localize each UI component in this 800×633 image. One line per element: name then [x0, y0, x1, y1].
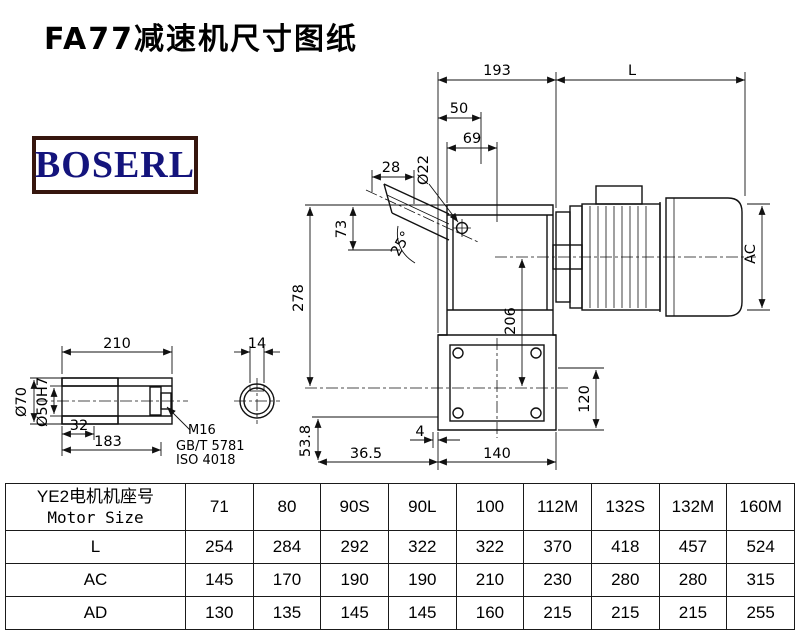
row-label: L	[5, 530, 186, 564]
table-cell: 322	[387, 530, 457, 564]
motor-size-header: YE2电机机座号 Motor Size	[5, 483, 186, 531]
note-m16: M16	[188, 423, 216, 438]
table-cell: 160	[455, 596, 525, 630]
col-header: 80	[252, 483, 322, 531]
table-cell: 215	[658, 596, 728, 630]
col-header: 160M	[726, 483, 795, 531]
technical-drawing: 193 L 50 69 28 Ø22 25° 73 278 206 AC 120…	[14, 63, 770, 470]
dim-206: 206	[503, 307, 519, 335]
table-cell: 190	[320, 563, 389, 597]
col-header: 100	[455, 483, 525, 531]
col-header: 71	[185, 483, 254, 531]
table-cell: 190	[387, 563, 457, 597]
table-cell: 280	[658, 563, 728, 597]
m16-leader	[166, 406, 191, 431]
page-title: FA77减速机尺寸图纸	[44, 22, 359, 57]
table-cell: 280	[590, 563, 660, 597]
dim-4: 4	[415, 424, 424, 440]
table-cell: 418	[590, 530, 660, 564]
motor-size-header-en: Motor Size	[47, 508, 144, 527]
dim-36-5: 36.5	[350, 446, 382, 462]
logo-text: BOSERL	[34, 144, 196, 186]
table-cell: 255	[726, 596, 795, 630]
dim-210: 210	[103, 336, 131, 352]
dim-50: 50	[450, 101, 468, 117]
dim-140: 140	[483, 446, 511, 462]
fan-cover	[665, 197, 743, 317]
table-cell: 254	[185, 530, 254, 564]
table-cell: 284	[252, 530, 322, 564]
col-header: 90S	[320, 483, 389, 531]
table-cell: 457	[658, 530, 728, 564]
gearbox-main-view	[383, 183, 743, 431]
dim-183: 183	[94, 434, 122, 450]
table-row-AC: AC 145 170 190 190 210 230 280 280 315	[5, 563, 795, 597]
table-cell: 215	[523, 596, 592, 630]
terminal-box	[595, 185, 643, 205]
dim-53-8: 53.8	[298, 425, 314, 457]
dim-69: 69	[463, 131, 481, 147]
table-cell: 315	[726, 563, 795, 597]
motor-size-header-cn: YE2电机机座号	[36, 487, 155, 506]
dim-L: L	[628, 63, 636, 79]
table-cell: 170	[252, 563, 322, 597]
dim-25deg: 25°	[388, 229, 415, 259]
dim-120: 120	[577, 385, 593, 413]
dim-dia22: Ø22	[416, 155, 432, 185]
table-cell: 145	[387, 596, 457, 630]
input-shaft	[383, 183, 450, 241]
extension-lines	[30, 72, 770, 470]
dim-28: 28	[382, 160, 400, 176]
spec-table: YE2电机机座号 Motor Size 71 80 90S 90L 100 11…	[5, 483, 795, 630]
dimension-labels: 193 L 50 69 28 Ø22 25° 73 278 206 AC 120…	[14, 63, 759, 468]
dim-AC: AC	[743, 244, 759, 264]
table-cell: 215	[590, 596, 660, 630]
table-row-AD: AD 130 135 145 145 160 215 215 215 255	[5, 596, 795, 630]
centerlines	[36, 189, 756, 438]
dia22-leader	[428, 183, 459, 223]
table-header-row: YE2电机机座号 Motor Size 71 80 90S 90L 100 11…	[5, 483, 795, 531]
table-cell: 322	[455, 530, 525, 564]
table-cell: 230	[523, 563, 592, 597]
dim-dia70: Ø70	[14, 387, 30, 417]
table-row-L: L 254 284 292 322 322 370 418 457 524	[5, 530, 795, 564]
table-cell: 135	[252, 596, 322, 630]
table-cell: 370	[523, 530, 592, 564]
col-header: 90L	[387, 483, 457, 531]
note-gbt5781: GB/T 5781	[176, 439, 245, 454]
table-cell: 210	[455, 563, 525, 597]
boserl-logo: BOSERL	[32, 136, 198, 194]
note-iso4018: ISO 4018	[176, 453, 236, 468]
dim-73: 73	[334, 220, 350, 238]
dimension-lines	[30, 76, 766, 466]
table-cell: 130	[185, 596, 254, 630]
col-header: 112M	[523, 483, 592, 531]
table-cell: 524	[726, 530, 795, 564]
col-header: 132S	[590, 483, 660, 531]
col-header: 132M	[658, 483, 728, 531]
row-label: AD	[5, 596, 186, 630]
angle-arc	[396, 225, 416, 264]
table-cell: 292	[320, 530, 389, 564]
dim-14: 14	[248, 336, 266, 352]
table-cell: 145	[320, 596, 389, 630]
motor	[552, 185, 743, 317]
dim-32: 32	[70, 418, 88, 434]
dim-278: 278	[291, 284, 307, 312]
dim-dia50h7: Ø50H7	[35, 377, 51, 427]
row-label: AC	[5, 563, 186, 597]
table-cell: 145	[185, 563, 254, 597]
dim-193: 193	[483, 63, 511, 79]
